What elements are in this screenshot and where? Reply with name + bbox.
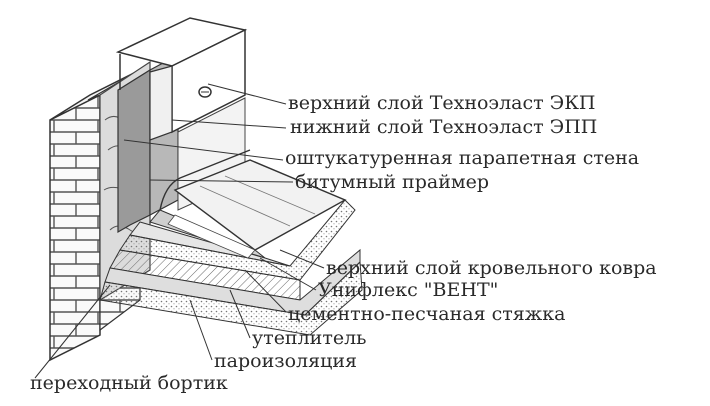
parapet-cap-flashing: [115, 17, 248, 141]
label-uniflex: Унифлекс "ВЕНТ": [318, 279, 499, 301]
label-primer: битумный праймер: [295, 171, 490, 193]
label-insulation: утеплитель: [252, 327, 367, 349]
leader-lines: [34, 83, 325, 379]
label-bottom-layer: нижний слой Техноэласт ЭПП: [290, 116, 598, 138]
roof-layers: [99, 149, 363, 336]
label-plastered-wall: оштукатуренная парапетная стена: [285, 147, 640, 169]
label-roof-top-layer: верхний слой кровельного ковра: [326, 257, 657, 279]
label-top-layer: верхний слой Техноэласт ЭКП: [288, 92, 596, 114]
label-vapor-barrier: пароизоляция: [214, 350, 357, 372]
label-transition-fillet: переходный бортик: [30, 372, 228, 394]
label-screed: цементно-песчаная стяжка: [288, 303, 566, 325]
